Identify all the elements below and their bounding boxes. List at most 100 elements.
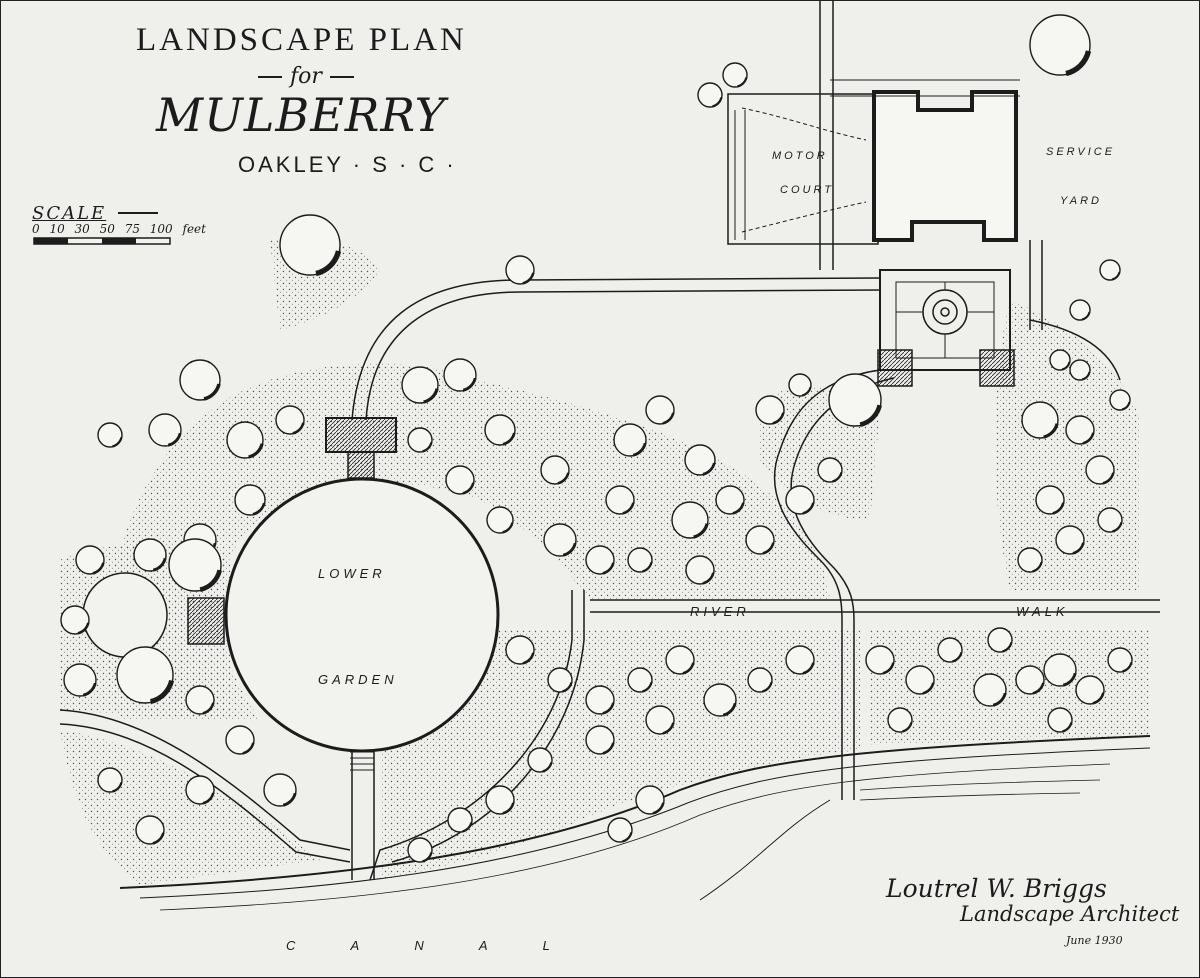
tree — [1015, 665, 1045, 695]
tree-shadow — [1043, 423, 1059, 439]
tree-shadow — [252, 502, 266, 516]
tree-shadow — [602, 702, 615, 715]
tree-shadow — [502, 522, 514, 534]
tree-shadow — [1032, 682, 1045, 695]
tree-shadow — [682, 662, 695, 675]
tree — [635, 785, 665, 815]
tree — [627, 667, 653, 693]
tree-shadow — [662, 722, 675, 735]
tree-shadow — [423, 388, 439, 404]
tree — [135, 815, 165, 845]
tree — [1035, 485, 1065, 515]
tree-shadow — [82, 682, 97, 697]
tree-shadow — [1092, 692, 1105, 705]
tree-shadow — [1081, 311, 1091, 321]
tree-shadow — [199, 569, 222, 592]
tree — [697, 82, 723, 108]
tree-shadow — [1122, 662, 1133, 673]
tree-shadow — [762, 542, 775, 555]
tree-shadow — [1111, 271, 1121, 281]
tree-shadow — [203, 383, 221, 401]
tree — [234, 484, 266, 516]
tree — [547, 667, 573, 693]
tree — [484, 414, 516, 446]
tree — [715, 485, 745, 515]
tree — [665, 645, 695, 675]
tree — [1097, 507, 1123, 533]
tree-shadow — [422, 442, 433, 453]
tree-shadow — [1102, 472, 1115, 485]
tree-shadow — [602, 742, 615, 755]
label-service: SERVICE — [1046, 146, 1116, 158]
tree — [263, 773, 297, 807]
tree — [407, 427, 433, 453]
tree — [275, 405, 305, 435]
tree — [605, 485, 635, 515]
tree — [116, 646, 174, 704]
tree-shadow — [1062, 672, 1077, 687]
architect-name: Loutrel W. Briggs — [886, 874, 1107, 903]
tree — [828, 373, 882, 427]
tree — [486, 506, 514, 534]
tree — [225, 725, 255, 755]
tree-shadow — [462, 482, 475, 495]
tree — [685, 555, 715, 585]
tree-shadow — [462, 377, 477, 392]
tree-shadow — [77, 622, 90, 635]
tree — [1021, 401, 1059, 439]
tree-shadow — [922, 682, 935, 695]
tree-shadow — [802, 662, 815, 675]
tree-shadow — [149, 679, 175, 705]
tree-shadow — [92, 562, 105, 575]
label-garden: GARDEN — [318, 672, 398, 687]
architect-role: Landscape Architect — [960, 902, 1180, 926]
tree-shadow — [462, 822, 473, 833]
tree-shadow — [522, 272, 535, 285]
tree — [527, 747, 553, 773]
tree — [168, 538, 222, 592]
tree-shadow — [952, 652, 963, 663]
tree — [179, 359, 221, 401]
tree-shadow — [882, 662, 895, 675]
tree — [1107, 647, 1133, 673]
tree — [443, 358, 477, 392]
tree-shadow — [557, 472, 570, 485]
tree — [401, 366, 439, 404]
tree-shadow — [292, 422, 305, 435]
tree — [937, 637, 963, 663]
tree-shadow — [202, 792, 215, 805]
tree-shadow — [702, 572, 715, 585]
tree — [1055, 525, 1085, 555]
tree — [905, 665, 935, 695]
tree — [185, 685, 215, 715]
tree — [1099, 259, 1121, 281]
tree-shadow — [859, 404, 882, 427]
tree-shadow — [702, 462, 716, 476]
tree — [505, 255, 535, 285]
tree — [1017, 547, 1043, 573]
plan-title-for: for — [250, 64, 362, 89]
tree — [817, 457, 843, 483]
tree-shadow — [992, 692, 1007, 707]
tree-shadow — [562, 542, 577, 557]
tree-shadow — [1082, 432, 1095, 445]
tree — [445, 465, 475, 495]
tree — [745, 525, 775, 555]
tree-shadow — [602, 562, 615, 575]
label-court: COURT — [780, 184, 834, 196]
tree — [627, 547, 653, 573]
garden-walks — [59, 277, 1160, 881]
tree — [279, 214, 341, 276]
woodland-masses — [60, 237, 1150, 885]
tree — [505, 635, 535, 665]
tree — [755, 395, 785, 425]
label-walk: WALK — [1016, 604, 1069, 619]
tree-shadow — [622, 502, 635, 515]
tree — [1069, 359, 1091, 381]
scale-bar — [33, 212, 171, 245]
tree-shadow — [712, 97, 723, 108]
tree-shadow — [642, 682, 653, 693]
tree-shadow — [282, 792, 297, 807]
tree-shadow — [802, 502, 815, 515]
